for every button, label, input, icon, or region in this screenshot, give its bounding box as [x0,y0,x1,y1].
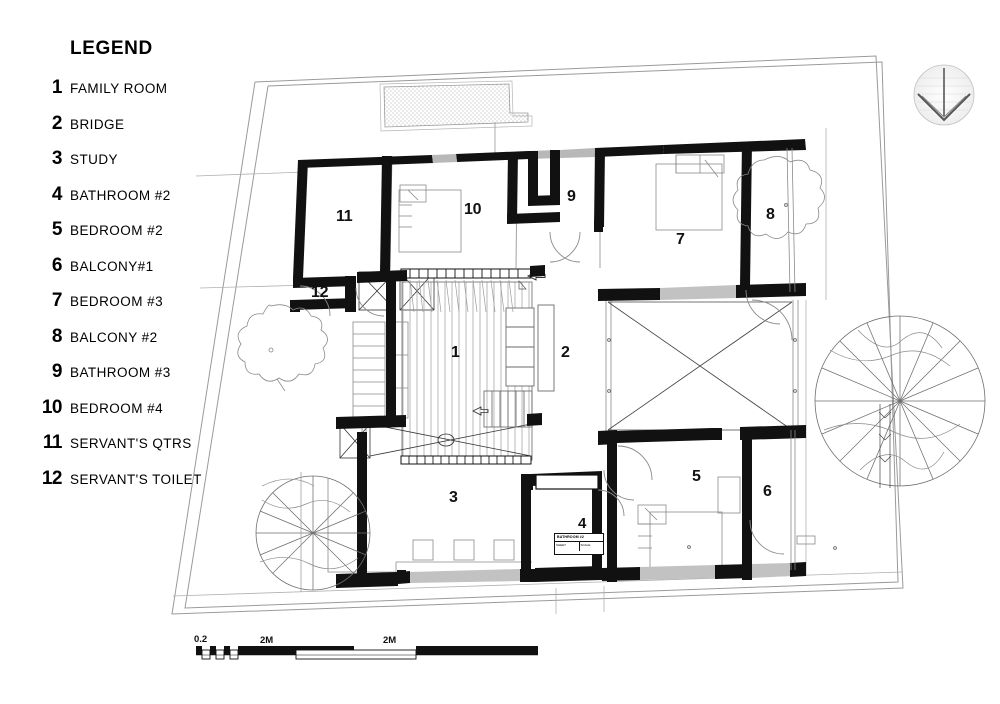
window-marks [607,203,837,550]
scale-label-0-2: 0.2 [194,634,208,645]
legend-number: 7 [51,290,63,311]
legend-item-12: 12 SERVANT'S TOILET [22,468,252,504]
shrub-left [237,304,328,392]
legend-item-9: 9 BATHROOM #3 [22,361,252,397]
legend-item-3: 3 STUDY [22,148,252,184]
legend-label: BATHROOM #3 [70,365,171,380]
room-marker-3: 3 [449,489,458,506]
legend-title: LEGEND [70,38,153,59]
legend-label: SERVANT'S QTRS [70,436,192,451]
bathroom-2-tag-title: BATHROOM #2 [555,534,603,542]
room-marker-6: 6 [763,483,772,500]
lower-stair-treads [369,423,532,465]
legend: LEGEND 1 FAMILY ROOM 2 BRIDGE 3 STUDY 4 … [22,38,252,503]
balcony-2-detail [786,147,796,293]
tree-left-small [261,472,315,592]
balcony-1-detail [790,430,816,570]
scale-bar [196,646,538,660]
scale-label-2m-left: 2M [260,635,274,646]
site-boundary [171,55,904,615]
legend-number: 11 [42,432,63,453]
legend-item-2: 2 BRIDGE [22,113,252,149]
legend-label: SERVANT'S TOILET [70,471,202,487]
family-room-built-ins [505,304,555,392]
legend-number: 4 [51,183,63,205]
terrace-stipple-area [379,80,533,155]
legend-number: 12 [41,467,63,489]
legend-item-5: 5 BEDROOM #2 [22,219,252,255]
room-marker-11: 11 [336,208,353,225]
legend-number: 6 [51,254,63,276]
bathroom-2-tag-right: SCALE [580,542,591,547]
legend-label: FAMILY ROOM [70,81,168,96]
room-marker-9: 9 [567,188,576,205]
scale-label-2m-right: 2M [383,635,397,646]
legend-item-8: 8 BALCONY #2 [22,326,252,362]
door-swings [299,231,793,555]
legend-number: 1 [51,77,63,98]
room-marker-1: 1 [451,344,460,361]
legend-item-6: 6 BALCONY#1 [22,255,252,291]
bathroom-2-title-tag: BATHROOM #2 SHEET SCALE [554,533,604,555]
room-marker-7: 7 [676,231,685,248]
legend-label: STUDY [70,152,119,167]
legend-number: 3 [51,148,63,169]
tree-right [814,315,986,488]
legend-label: BATHROOM #2 [70,187,171,203]
shrub-right-upper [732,156,825,239]
legend-number: 10 [41,396,63,418]
void-cross-bracing [607,301,793,431]
legend-label: BEDROOM #2 [70,223,164,238]
room-marker-2: 2 [561,344,570,361]
legend-item-7: 7 BEDROOM #3 [22,290,252,326]
legend-item-10: 10 BEDROOM #4 [22,397,252,433]
walls [290,139,806,588]
legend-number: 8 [51,325,63,347]
north-arrow [913,64,975,126]
legend-number: 9 [51,361,63,382]
legend-number: 5 [51,219,63,240]
legend-number: 2 [51,112,63,134]
room-marker-12: 12 [311,284,329,301]
room-marker-8: 8 [766,206,775,223]
legend-item-11: 11 SERVANT'S QTRS [22,432,252,468]
room-marker-5: 5 [692,468,701,485]
room-marker-4: 4 [578,515,587,532]
legend-label: BRIDGE [70,116,125,132]
legend-item-4: 4 BATHROOM #2 [22,184,252,220]
legend-label: BALCONY#1 [70,258,154,274]
legend-item-1: 1 FAMILY ROOM [22,77,252,113]
room-marker-10: 10 [464,201,482,218]
legend-label: BEDROOM #4 [70,400,164,416]
tree-left-lower [255,475,371,591]
bathroom-2-tag-left: SHEET [555,541,580,551]
upper-stair-treads [400,268,546,313]
interior-stair-run [472,390,533,428]
legend-label: BALCONY #2 [70,329,158,345]
legend-label: BEDROOM #3 [70,294,164,309]
